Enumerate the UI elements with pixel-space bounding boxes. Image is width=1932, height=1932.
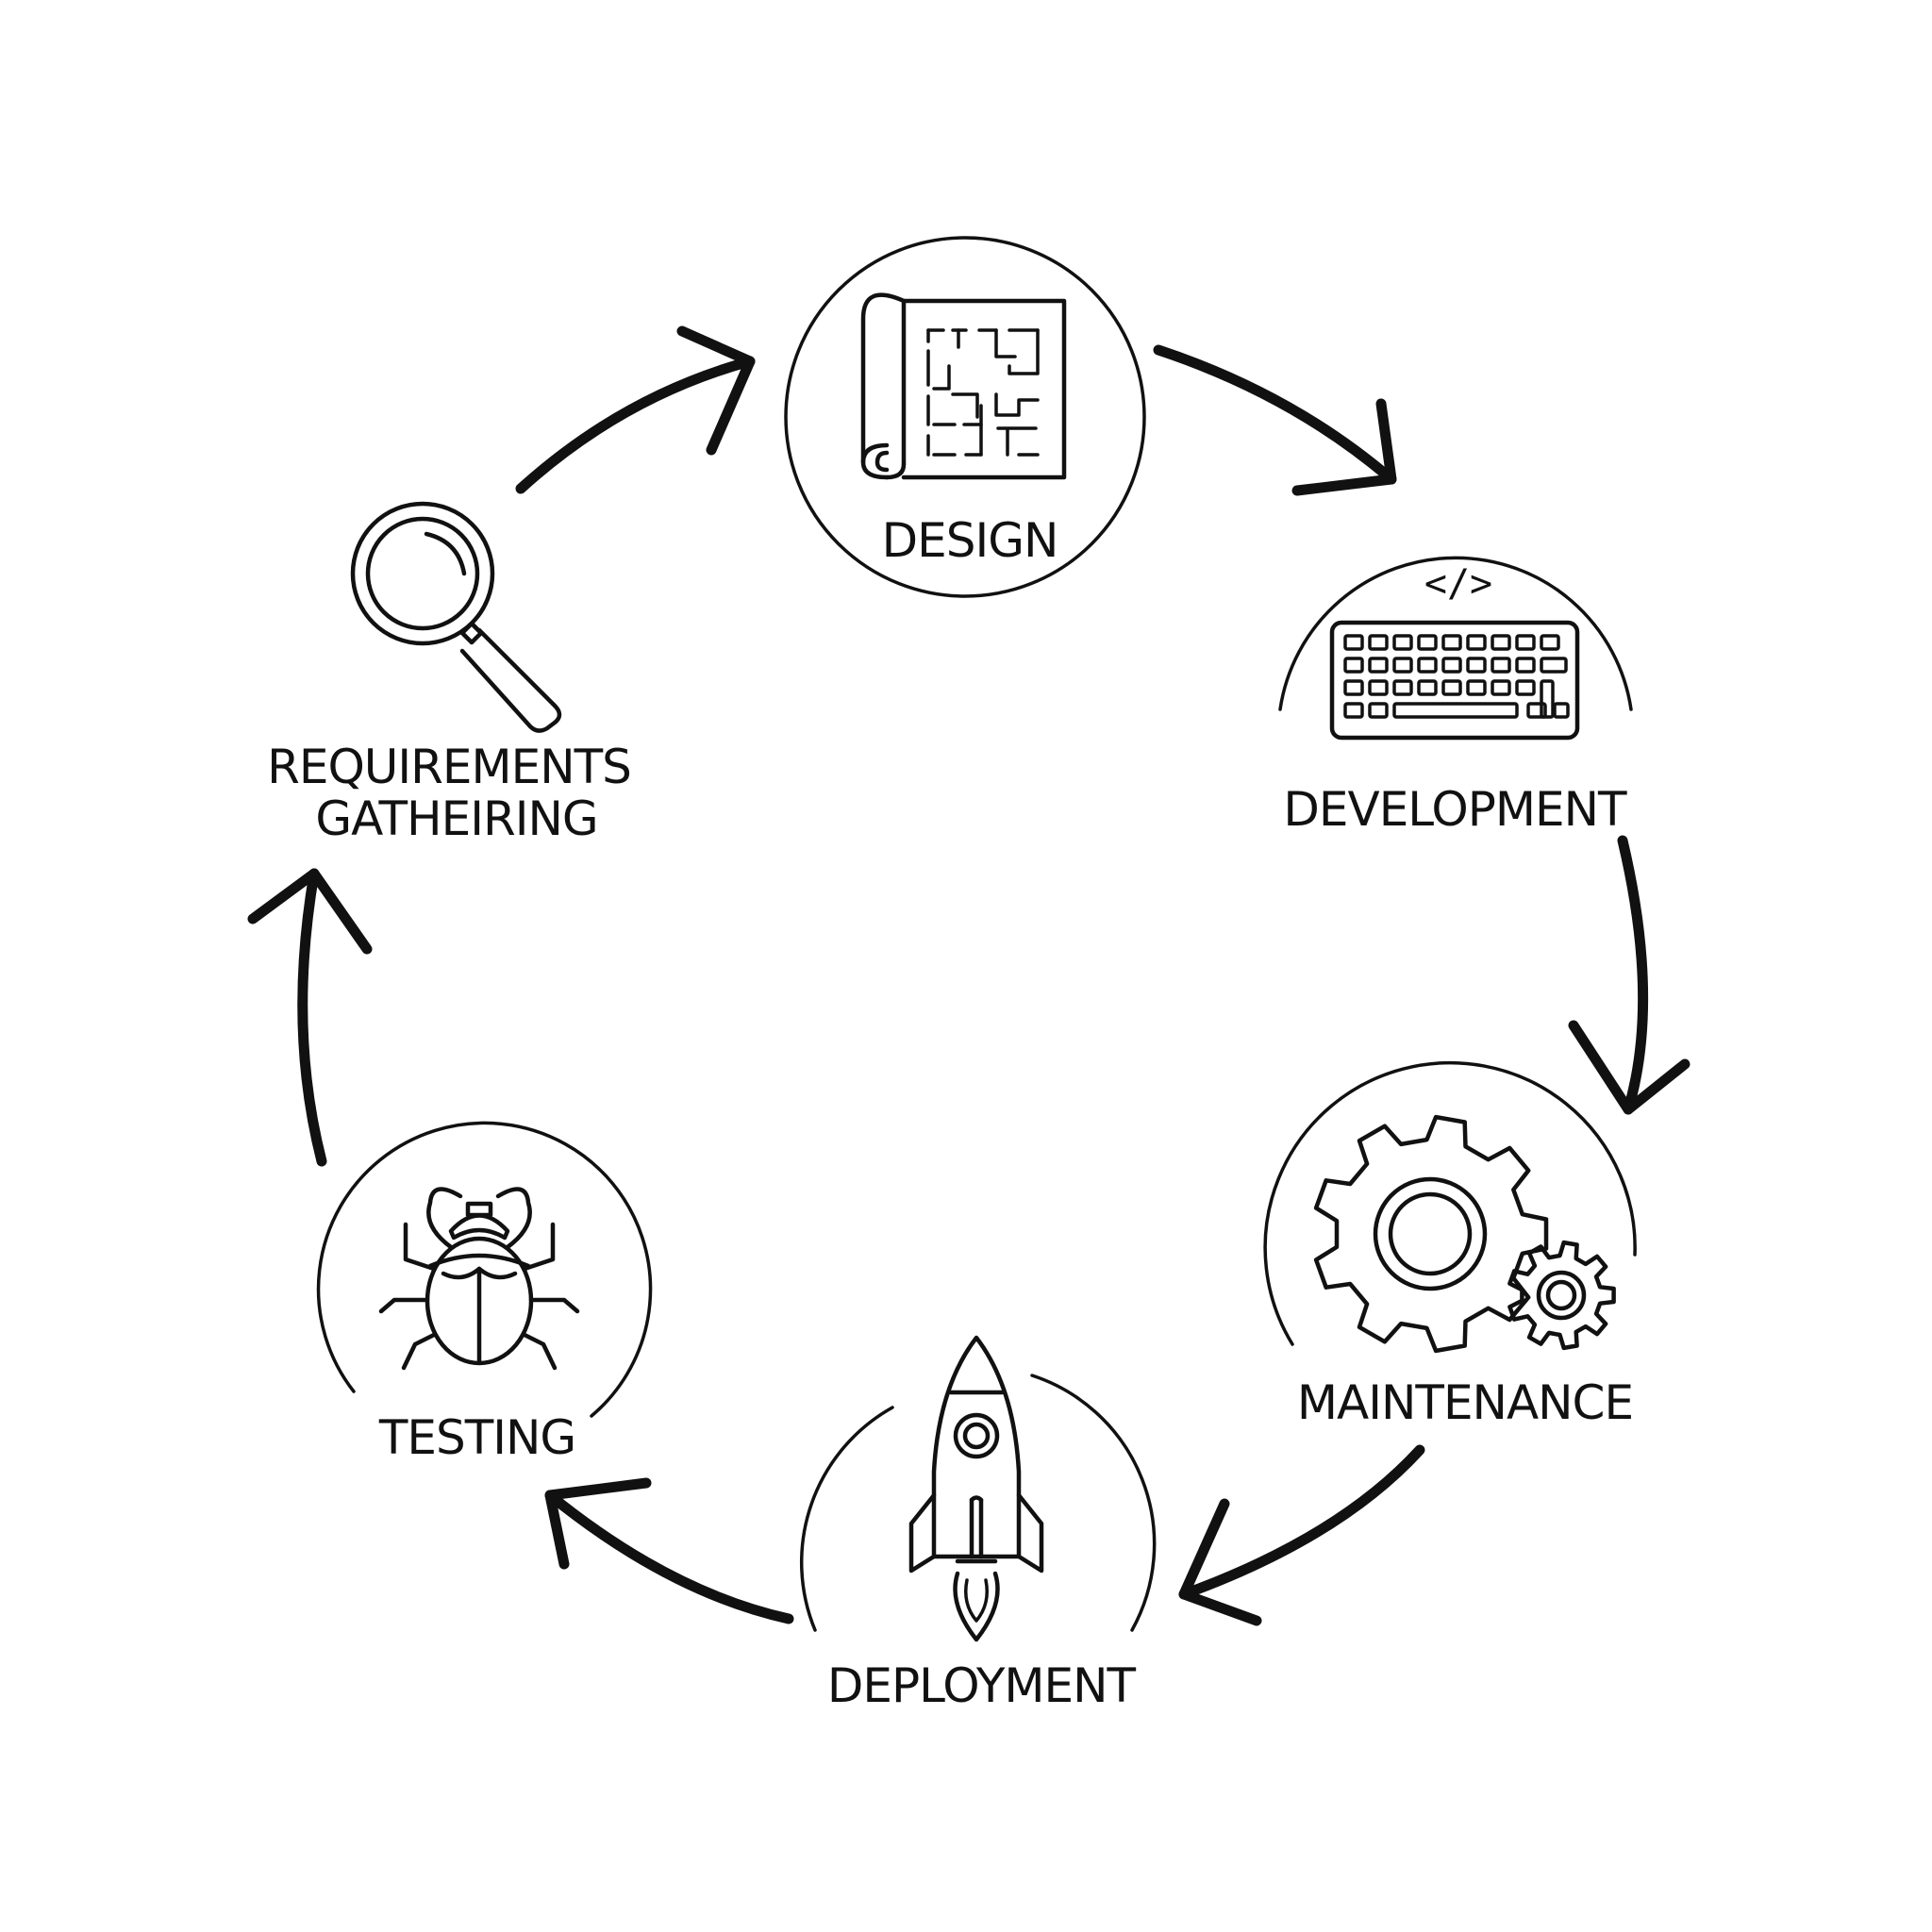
stage-development-label: DEVELOPMENT [1283,782,1627,837]
arrow-design-to-development [1153,344,1397,496]
keyboard-key [1392,679,1413,696]
keyboard-key [1441,657,1462,674]
keyboard-key [1540,679,1555,719]
stage-design: DESIGN [784,236,1146,598]
stage-deployment-arc-right [1030,1374,1157,1632]
arrow-maintenance-to-deployment [1178,1444,1425,1626]
keyboard-key [1441,679,1462,696]
keyboard-key [1343,634,1364,651]
keyboard-key [1466,634,1487,651]
stage-requirements: REQUIREMENTS GATHEIRING [267,501,632,846]
keyboard-key [1491,657,1511,674]
keyboard-key [1441,634,1462,651]
keyboard-key [1515,634,1536,651]
code-symbol: </> [1424,562,1492,606]
arrow-requirements-to-design [515,325,756,494]
stage-design-label: DESIGN [882,513,1058,568]
keyboard-key [1515,679,1536,696]
stage-testing-label: TESTING [378,1410,575,1465]
keyboard-key [1368,679,1389,696]
keyboard-key [1417,657,1438,674]
arrow-development-to-maintenance [1568,835,1690,1115]
stage-maintenance: MAINTENANCE [1263,1060,1637,1430]
keyboard-key [1368,702,1389,719]
keyboard-key [1343,679,1364,696]
stage-deployment-arc-left [800,1406,894,1632]
keyboard-icon [1329,620,1580,741]
stage-deployment: DEPLOYMENT [800,1335,1157,1713]
keyboard-key [1417,634,1438,651]
keyboard-key [1368,657,1389,674]
keyboard-key [1417,679,1438,696]
blueprint-icon [860,292,1067,480]
keyboard-key [1466,679,1487,696]
stage-maintenance-arc [1263,1060,1637,1346]
stage-maintenance-label: MAINTENANCE [1297,1375,1633,1430]
keyboard-key [1491,679,1511,696]
keyboard-key [1368,634,1389,651]
stage-development-arc [1278,556,1633,711]
stage-deployment-label: DEPLOYMENT [827,1658,1137,1713]
stage-testing-arc [316,1121,653,1418]
keyboard-key [1466,657,1487,674]
stage-requirements-label-line1: REQUIREMENTS [267,740,631,794]
keyboard-key [1343,657,1364,674]
keyboard-key [1392,702,1519,719]
keyboard-key [1343,702,1364,719]
stage-testing: TESTING [316,1121,653,1465]
gears-icon [1313,1114,1616,1354]
arrow-deployment-to-testing [544,1477,794,1624]
stage-design-circle [784,236,1146,598]
keyboard-key [1553,702,1570,719]
arrow-testing-to-requirements [247,868,373,1167]
keyboard-key [1491,634,1511,651]
stage-development: </> DEVELOPMENT [1278,556,1633,837]
keyboard-key [1515,657,1536,674]
bug-icon [378,1187,580,1371]
rocket-icon [908,1335,1044,1642]
keyboard-key [1540,657,1568,674]
keyboard-key [1540,634,1560,651]
keyboard-key [1526,702,1547,719]
stage-requirements-label-line2: GATHEIRING [315,791,597,846]
keyboard-key [1392,657,1413,674]
magnifying-glass-icon [350,501,562,733]
keyboard-key [1392,634,1413,651]
